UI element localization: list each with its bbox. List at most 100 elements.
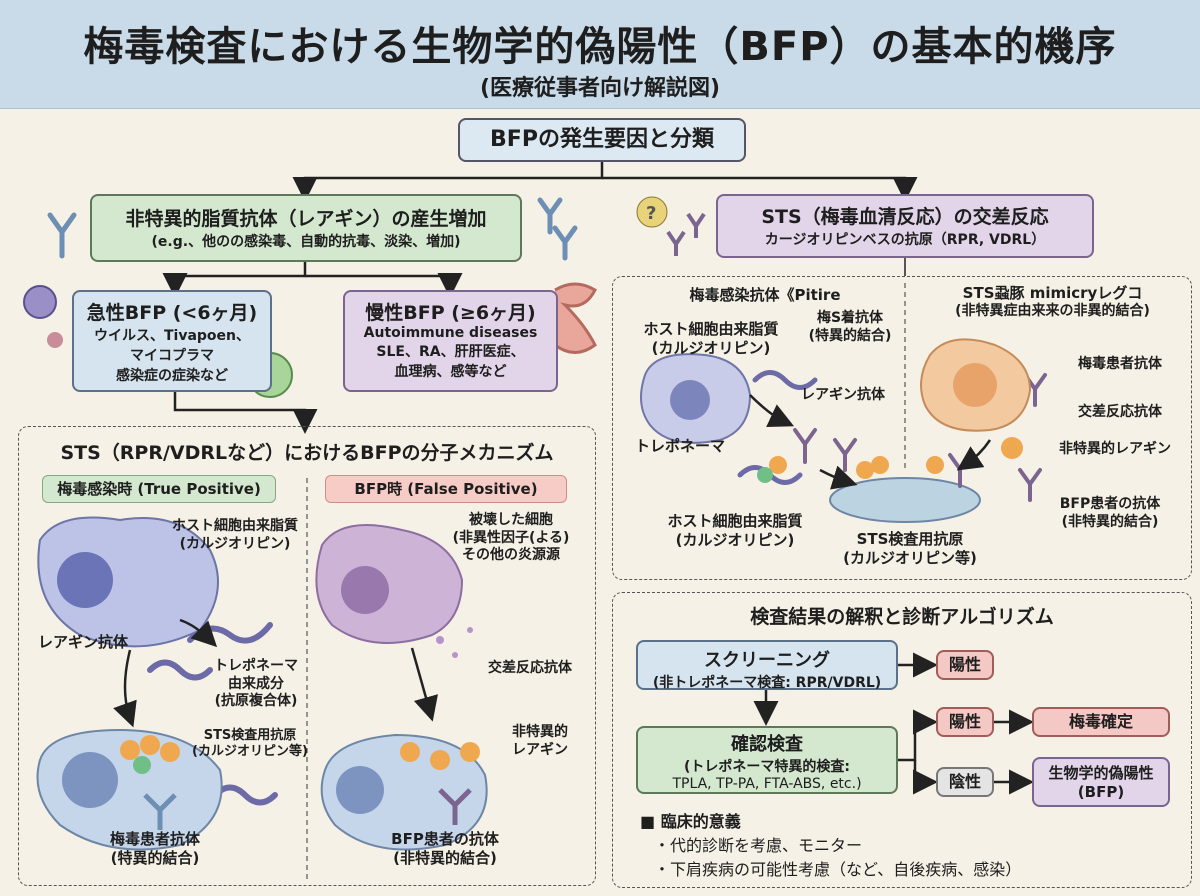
cross-right-title: STS蝨豚 mimicryレグコ [962, 284, 1143, 302]
reagin-antibody-label: レアギン抗体 [801, 387, 885, 403]
virus-icon [23, 285, 63, 348]
bfp-result-line: 生物学的偽陽性 [1048, 764, 1154, 782]
mimic-cell-right [920, 338, 1032, 459]
antibody-icon [47, 197, 578, 261]
acute-bfp-box: 急性BFP (<6ヶ月) ウイルス、Tivapoen、 マイコプラマ 感染症の症… [72, 290, 272, 392]
bfp-cell-fp [320, 733, 488, 851]
confirm-sub-1: (トレポネーマ特異的検査: [684, 759, 850, 775]
label-line: 梅毒患者抗体 [109, 830, 200, 848]
confirm-title: 確認検査 [731, 734, 803, 755]
treponema-label: トレポネーマ [634, 437, 725, 455]
reagin-increase-sub: (e.g.、他のの感染毒、自動的抗毒、淡染、増加) [151, 234, 461, 250]
header-band [0, 0, 1200, 109]
acute-bfp-line: 感染症の症染など [116, 368, 228, 384]
label-line: (カルジオリピン等) [843, 548, 977, 567]
confirm-negative-badge: 陰性 [936, 767, 994, 797]
reagin-increase-title: 非特異的脂質抗体（レアギン）の産生増加 [125, 208, 487, 230]
nonspecific-reagin-label: 非特異的レアギン [1059, 441, 1171, 457]
immune-complex-tp [36, 728, 223, 851]
bfp-result-line: (BFP) [1077, 783, 1125, 801]
host-cell-right [640, 353, 752, 444]
true-positive-tag: 梅毒感染時 (True Positive) [42, 475, 276, 503]
mechanism-panel [18, 426, 596, 886]
label-line: (カルジオリピン等) [192, 744, 308, 760]
confirm-sub-2: TPLA, TP-PA, FTA-ABS, etc.) [672, 776, 862, 792]
chronic-bfp-box: 慢性BFP (≥6ヶ月) Autoimmune diseases SLE、RA、… [343, 290, 558, 392]
chronic-bfp-title: 慢性BFP (≥6ヶ月) [365, 302, 536, 324]
mech-nonspecific-reagin-label: 非特異的 レアギン [490, 724, 590, 759]
label-line: (抗原複合体) [214, 693, 298, 709]
label-line: (カルジオリピン) [675, 530, 795, 549]
label-line: 非特異的 [512, 724, 568, 740]
clinical-point-1: ・代的診断を考慮、モニター [654, 836, 863, 855]
question-antibody-icon: ? [636, 196, 706, 256]
svg-text:?: ? [646, 203, 656, 224]
connector-algo [753, 652, 1034, 795]
mech-bfp-antibody-label: BFP患者の抗体 (非特異的結合) [355, 830, 535, 868]
label-line: (カルジオリピン) [179, 535, 291, 552]
mech-cross-antibody-label: 交差反応抗体 [488, 660, 572, 676]
arrow-tp [113, 618, 218, 728]
mech-sts-antigen-label: STS検査用抗原 (カルジオリピン等) [190, 728, 310, 761]
screening-title: スクリーニング [704, 650, 830, 671]
label-line: (非特異的結合) [1061, 513, 1159, 530]
host-lipid-label: ホスト細胞由来脂質 (カルジオリピン) [616, 320, 806, 358]
chronic-bfp-line: 血理病、感等など [394, 364, 507, 380]
label-line: STS検査用抗原 [203, 728, 297, 743]
label-line: BFP患者の抗体 [391, 830, 499, 848]
clinical-point-2: ・下肩疾病の可能性考慮（など、自後疾病、感染） [654, 860, 1022, 879]
arrow-fp [410, 647, 438, 722]
label-line: (非異性因子(よる) [452, 529, 570, 546]
syphilis-antibody-label: 梅S着抗体 (特異的結合) [790, 310, 910, 345]
clinical-heading: ■ 臨床的意義 [640, 812, 741, 831]
host-cell-tp [37, 516, 219, 648]
label-line: (非特異的結合) [393, 848, 497, 867]
mechanism-title: STS（RPR/VDRLなど）におけるBFPの分子メカニズム [60, 442, 554, 464]
bfp-antibody-label: BFP患者の抗体 (非特異的結合) [1040, 496, 1180, 531]
acute-bfp-line: ウイルス、Tivapoen、 [93, 328, 251, 344]
mech-reagin-label: レアギン抗体 [37, 633, 128, 651]
host-lipid-label-2: ホスト細胞由来脂質 (カルジオリピン) [640, 512, 830, 550]
label-line: (特異的結合) [808, 327, 892, 344]
page-title: 梅毒検査における生物学的偽陽性（BFP）の基本的機序 [83, 24, 1117, 70]
algorithm-title: 検査結果の解釈と診断アルゴリズム [750, 606, 1054, 628]
label-line: STS検査用抗原 [856, 530, 964, 548]
cross-reaction-box: STS（梅毒血清反応）の交差反応 カージオリピンベスの抗原（RPR, VDRL） [716, 194, 1094, 258]
confirm-box: 確認検査 (トレポネーマ特異的検査: TPLA, TP-PA, FTA-ABS,… [636, 726, 898, 794]
page-subtitle: (医療従事者向け解説図) [479, 76, 721, 101]
cross-reaction-sub: カージオリピンベスの抗原（RPR, VDRL） [764, 232, 1046, 248]
label-line: その他の炎源源 [462, 547, 560, 563]
screen-positive-badge: 陽性 [936, 650, 994, 680]
cross-right-sub: (非特異症由来来の非異的結合) [955, 303, 1150, 319]
label-line: ホスト細胞由来脂質 [643, 320, 779, 338]
label-line: 被壊した細胞 [469, 512, 553, 528]
sts-antigen-label: STS検査用抗原 (カルジオリピン等) [830, 530, 990, 568]
label-line: トレポネーマ [214, 658, 298, 674]
mech-patient-antibody-label: 梅毒患者抗体 (特異的結合) [80, 830, 230, 868]
cross-left-title: 梅毒感染抗体《Pitire [689, 286, 841, 304]
syphilis-confirmed-box: 梅毒確定 [1032, 707, 1170, 737]
algorithm-panel [612, 592, 1192, 888]
mech-host-lipid-label: ホスト細胞由来脂質 (カルジオリピン) [150, 518, 320, 553]
label-line: レアギン [512, 741, 568, 758]
screening-box: スクリーニング (非トレポネーマ検査: RPR/VDRL) [636, 640, 898, 691]
reagin-increase-box: 非特異的脂質抗体（レアギン）の産生増加 (e.g.、他のの感染毒、自動的抗毒、淡… [90, 194, 522, 262]
bfp-result-box: 生物学的偽陽性 (BFP) [1032, 757, 1170, 807]
bfp-causes-main-box: BFPの発生要因と分類 [458, 118, 746, 162]
label-line: ホスト細胞由来脂質 [172, 518, 298, 534]
sts-antigen-disc [757, 456, 981, 523]
cross-reaction-title: STS（梅毒血清反応）の交差反応 [761, 206, 1049, 228]
arrow-right [749, 394, 992, 490]
chronic-bfp-line: Autoimmune diseases [363, 325, 538, 341]
patient-antibody-label: 梅毒患者抗体 [1078, 356, 1162, 372]
cross-antibody-label: 交差反応抗体 [1078, 404, 1162, 420]
mech-treponema-label: トレポネーマ 由来成分 (抗原複合体) [196, 658, 316, 711]
cross-reaction-panel [612, 276, 1192, 580]
damaged-cell-fp [315, 524, 473, 658]
label-line: BFP患者の抗体 [1059, 496, 1161, 512]
label-line: 由来成分 [228, 675, 284, 692]
acute-bfp-title: 急性BFP (<6ヶ月) [86, 302, 258, 324]
connector-top [162, 162, 918, 434]
acute-bfp-line: マイコプラマ [130, 348, 214, 364]
